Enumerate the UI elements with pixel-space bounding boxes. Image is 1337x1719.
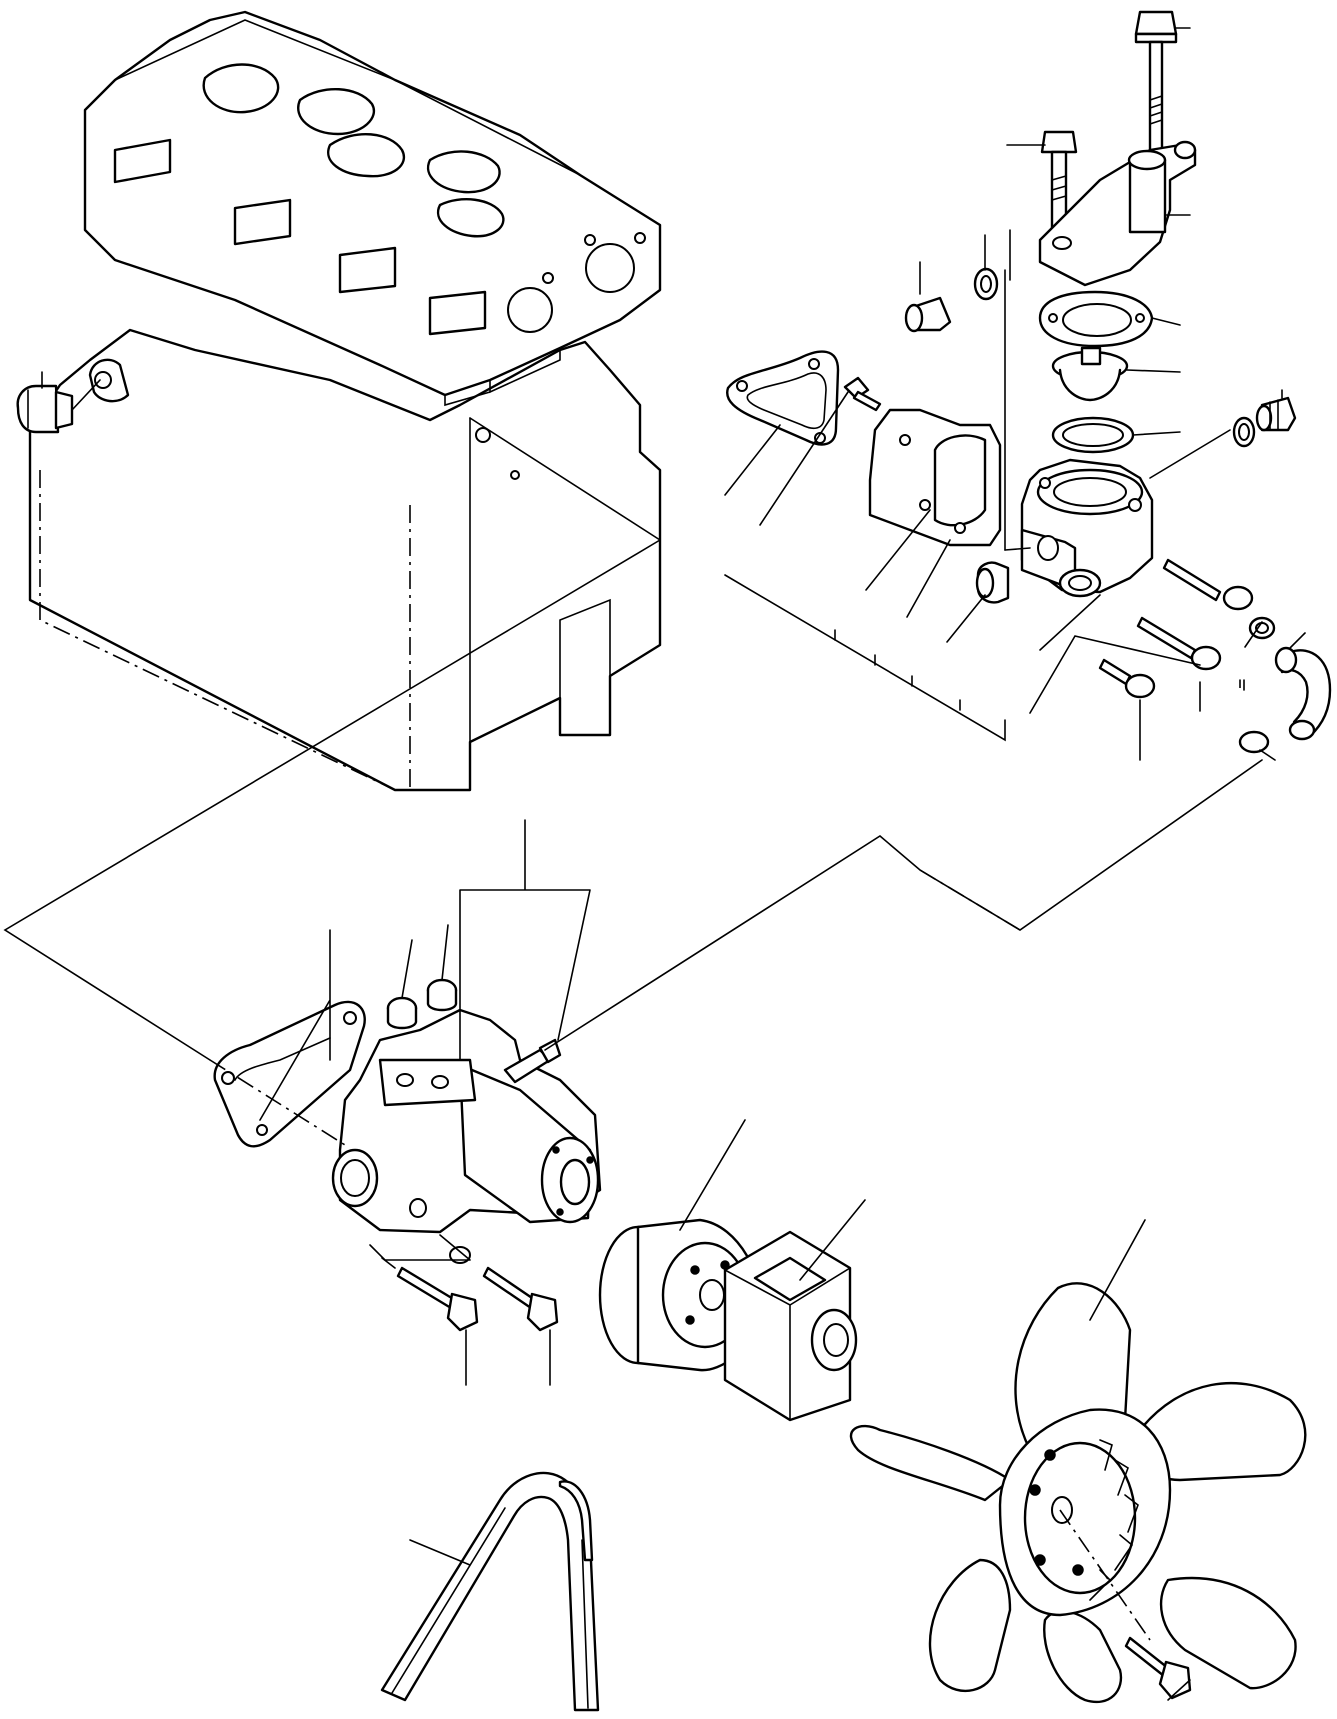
sensor-plug: [904, 296, 952, 333]
sensor-plug-washer: [973, 267, 999, 301]
thermostat-cover: [1038, 140, 1197, 287]
hose-clamp: [1238, 616, 1276, 754]
housing-plate: [868, 408, 1002, 547]
cover-gasket: [1038, 290, 1154, 348]
fan-bolt: [1124, 1636, 1192, 1700]
housing-gasket: [726, 350, 840, 446]
v-belt: [380, 1471, 600, 1712]
cylinder-block: [28, 10, 662, 792]
thermostat-o-ring: [1051, 416, 1135, 454]
pump-nut: [386, 978, 458, 1030]
cooling-fan: [850, 1282, 1307, 1703]
water-temp-sender-plug: [975, 561, 1010, 604]
pulley-spacer: [723, 1230, 858, 1422]
pump-gasket: [213, 1000, 366, 1148]
cover-bolt-short: [1040, 130, 1078, 232]
housing-plug: [1255, 396, 1297, 432]
cover-bolt-long: [1134, 10, 1178, 182]
plate-bolt: [843, 376, 882, 412]
thermostat-housing: [1020, 458, 1154, 598]
thermostat: [1051, 346, 1129, 402]
housing-bolt: [1098, 558, 1254, 699]
drain-plug: [16, 384, 74, 434]
bypass-hose: [1274, 646, 1332, 741]
water-pump: [331, 1008, 602, 1264]
leader-lines: [3, 27, 1306, 1701]
pump-bolt: [396, 1266, 559, 1332]
housing-plug-washer: [1232, 416, 1256, 448]
